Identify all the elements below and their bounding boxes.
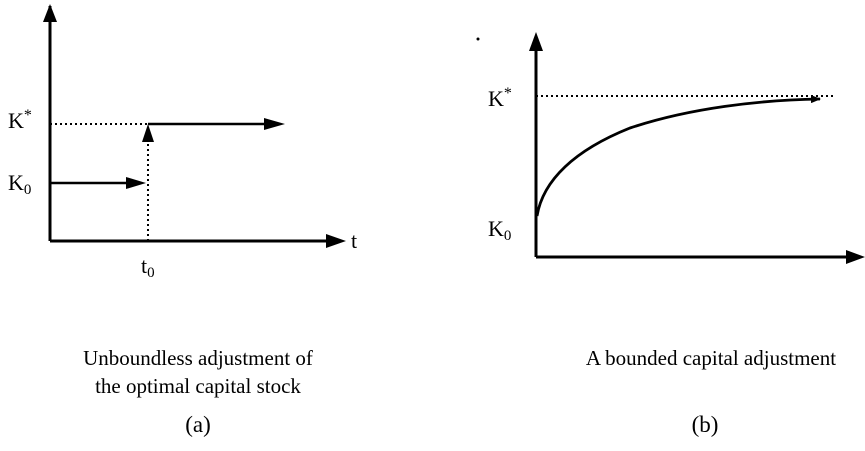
panel-a-kstar-flow-arrowhead <box>264 118 285 130</box>
panel-a-caption-line2: the optimal capital stock <box>28 372 368 400</box>
panel-a-diagram <box>43 4 346 248</box>
panel-b-caption: A bounded capital adjustment <box>561 344 861 372</box>
panel-b-tag: (b) <box>675 413 735 436</box>
panel-b-x-axis-arrowhead <box>846 250 865 264</box>
panel-a-k0-sub: 0 <box>24 182 32 198</box>
panel-b-kstar-label: K* <box>488 86 512 110</box>
panel-a-t-axis-label: t <box>351 230 357 252</box>
panel-a-x-axis-arrowhead <box>326 234 346 248</box>
panel-b-adjustment-curve <box>537 99 820 216</box>
panel-b-y-axis-arrowhead <box>529 32 543 51</box>
panel-a-kstar-label: K* <box>8 108 32 132</box>
panel-a-k0-label: K0 <box>8 172 31 198</box>
panel-b-kstar-base: K <box>488 86 504 111</box>
panel-a-k0-flow-arrowhead <box>126 177 146 189</box>
panel-b-kstar-sup: * <box>504 85 512 102</box>
panel-b-k0-base: K <box>488 216 504 241</box>
panel-a-caption-line1: Unboundless adjustment of <box>28 344 368 372</box>
panel-b-k0-label: K0 <box>488 218 511 244</box>
panel-a-t0-label: t0 <box>141 255 155 281</box>
stray-dot <box>477 38 480 41</box>
panel-a-jump-arrowhead <box>142 124 154 142</box>
panel-a-kstar-base: K <box>8 108 24 133</box>
panel-b-diagram <box>477 32 865 264</box>
panel-a-tag: (a) <box>168 413 228 436</box>
panel-a-kstar-sup: * <box>24 107 32 124</box>
panel-a-t0-sub: 0 <box>147 265 155 281</box>
panel-a-y-axis-arrowhead <box>43 4 57 22</box>
panel-b-k0-sub: 0 <box>504 228 512 244</box>
panel-a-caption: Unboundless adjustment of the optimal ca… <box>28 344 368 400</box>
panel-a-k0-base: K <box>8 170 24 195</box>
